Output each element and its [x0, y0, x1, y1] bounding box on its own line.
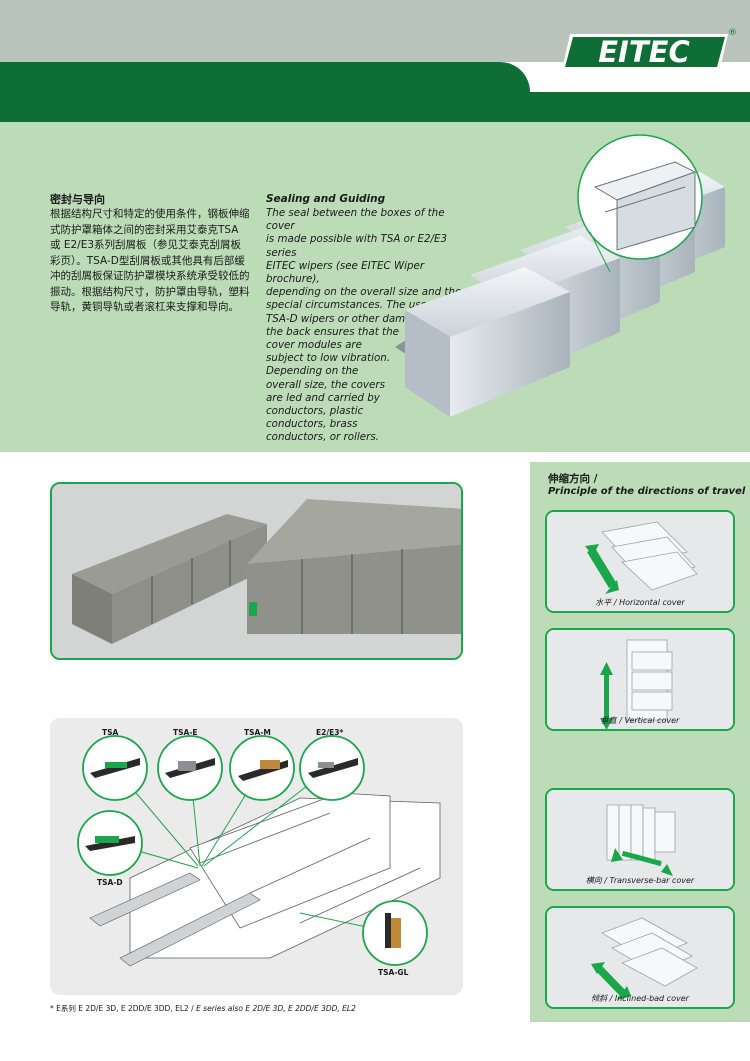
- zh-section-title: 密封与导向: [50, 193, 105, 206]
- footnote-en: E series also E 2D/E 3D, E 2DD/E 3DD, EL…: [196, 1004, 356, 1013]
- magnified-detail: [593, 161, 697, 251]
- directions-subtitle: Principle of the directions of travel: [548, 486, 746, 497]
- inclined-cover-illustration: [547, 908, 733, 1007]
- travel-arrow: [621, 850, 662, 867]
- directions-title: 伸缩方向 /: [548, 473, 598, 485]
- zh-section-body: 根据结构尺寸和特定的使用条件，钢板伸缩式防护罩箱体之间的密封采用艾泰克TSA 或…: [50, 208, 250, 313]
- logo-text: EITEC: [598, 35, 689, 69]
- direction-card-transverse: 横向 / Transverse-bar cover: [545, 788, 735, 891]
- label-e2-e3: E2/E3*: [316, 728, 344, 737]
- product-photo-card: [50, 482, 463, 660]
- header-green-bar-extension: [500, 92, 750, 122]
- direction-card-inclined: 倾斜 / Inclined-bad cover: [545, 906, 735, 1009]
- en-section-body: The seal between the boxes of the cover …: [266, 207, 462, 444]
- label-tsa-m: TSA-M: [244, 728, 271, 737]
- label-tsa-e: TSA-E: [173, 728, 198, 737]
- label-tsa-gl: TSA-GL: [378, 968, 409, 977]
- registered-mark: ®: [728, 28, 737, 38]
- travel-arrow: [595, 966, 627, 996]
- label-tsa: TSA: [102, 728, 119, 737]
- travel-arrow: [587, 548, 617, 588]
- eitec-logo: EITEC: [562, 34, 728, 70]
- transverse-cover-illustration: [547, 790, 733, 889]
- caption-inclined: 倾斜 / Inclined-bad cover: [591, 994, 689, 1003]
- caption-horizontal: 水平 / Horizontal cover: [595, 598, 685, 607]
- vertical-cover-illustration: [547, 630, 733, 729]
- footnote: * E系列 E 2D/E 3D, E 2DD/E 3DD, EL2 / E se…: [50, 1003, 356, 1014]
- caption-vertical: 垂直 / Vertical cover: [600, 716, 680, 725]
- magnifier-leader: [589, 231, 611, 273]
- wiper-types-diagram: TSA TSA-E TSA-M E2/E3* TSA-D TSA-GL: [50, 718, 463, 995]
- eitec-sticker: [249, 602, 257, 616]
- travel-arrow: [604, 672, 609, 722]
- wiper-diagram-drawing: [77, 735, 441, 967]
- caption-transverse: 横向 / Transverse-bar cover: [585, 876, 695, 885]
- en-section-title: Sealing and Guiding: [266, 193, 386, 205]
- product-photo: [52, 484, 461, 658]
- header-green-bar: [0, 62, 530, 122]
- cover-box-1: [405, 267, 570, 417]
- footnote-zh: * E系列 E 2D/E 3D, E 2DD/E 3DD, EL2 /: [50, 1004, 197, 1013]
- horizontal-cover-illustration: [547, 512, 733, 611]
- label-tsa-d: TSA-D: [97, 878, 123, 887]
- direction-card-horizontal: 水平 / Horizontal cover: [545, 510, 735, 613]
- telescopic-cover-illustration: [395, 134, 725, 417]
- direction-card-vertical: 垂直 / Vertical cover: [545, 628, 735, 731]
